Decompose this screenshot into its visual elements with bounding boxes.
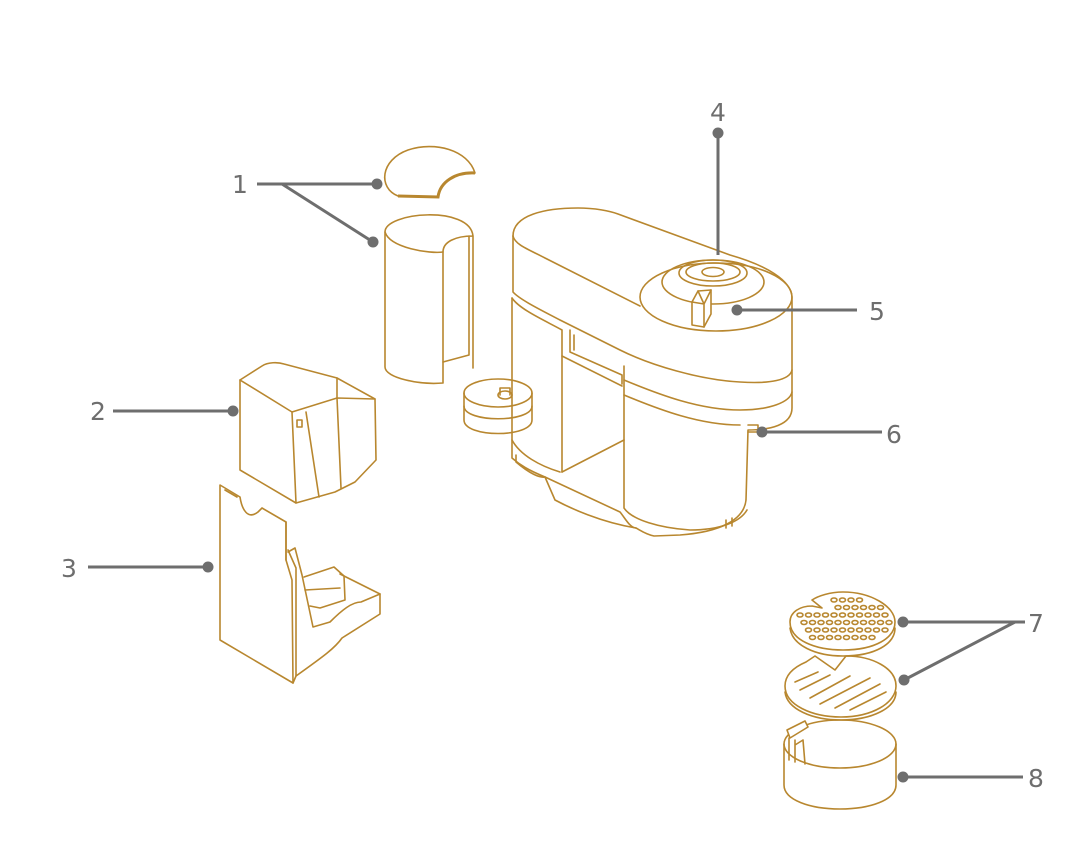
capsule-holder-piece [463,378,533,435]
perforation-hole [872,627,881,633]
capsule-container [239,361,377,504]
perforation-hole [834,619,842,626]
perforation-hole [830,627,838,633]
perforation-hole [804,627,813,633]
water-tank [384,214,474,385]
perforation-hole [859,604,868,611]
perforation-hole [847,597,855,603]
perforation-hole [817,634,825,641]
perforation-hole [834,604,842,611]
perforation-hole [804,612,813,618]
machine-body [511,207,793,537]
perforation-hole [800,619,808,626]
callout-label-8: 8 [1028,764,1044,793]
perforation-hole [830,597,838,603]
perforation-hole [821,612,830,618]
callout-label-1: 1 [232,170,248,199]
perforation-hole [868,634,876,641]
drip-tray-base [219,484,381,684]
perforation-hole [825,634,834,641]
perforation-hole [859,634,868,641]
perforation-hole [851,634,859,641]
drip-grid-perforated [789,591,896,657]
perforation-hole [864,627,872,633]
perforation-hole [813,612,821,618]
callout-label-3: 3 [61,554,77,583]
callout-label-7: 7 [1028,609,1044,638]
perforation-hole [855,597,864,603]
perforation-hole [885,619,893,626]
perforation-hole [813,627,821,633]
perforation-hole [808,619,817,626]
perforation-hole [851,619,859,626]
perforation-hole [821,627,830,633]
perforation-hole [834,634,842,641]
perforation-hole [847,612,855,618]
perforation-hole [859,619,868,626]
perforation-hole [851,604,859,611]
perforation-hole [881,612,889,618]
callout-label-4: 4 [710,98,726,127]
perforation-hole [825,619,834,626]
perforation-hole [876,604,885,611]
perforation-hole [868,619,876,626]
perforation-hole [855,612,864,618]
perforation-hole [872,612,881,618]
callout-lines [88,127,1025,783]
perforation-hole [847,627,855,633]
perforation-hole [830,612,838,618]
perforation-hole [808,634,817,641]
callout-label-5: 5 [869,297,885,326]
perforation-hole [838,612,847,618]
perforation-hole [842,634,851,641]
perforation-hole [838,627,847,633]
perforation-hole [817,619,825,626]
drip-tray-cup [783,719,897,810]
callout-label-2: 2 [90,397,106,426]
perforation-hole [796,612,804,618]
perforation-hole [838,597,847,603]
perforation-hole [868,604,876,611]
perforation-hole [876,619,885,626]
water-tank-lid [383,145,476,199]
drip-grid-slotted [784,655,897,721]
perforation-hole [855,627,864,633]
callout-label-6: 6 [886,420,902,449]
perforation-hole [881,627,889,633]
perforation-hole [842,604,851,611]
perforation-hole [864,612,872,618]
perforation-hole [842,619,851,626]
